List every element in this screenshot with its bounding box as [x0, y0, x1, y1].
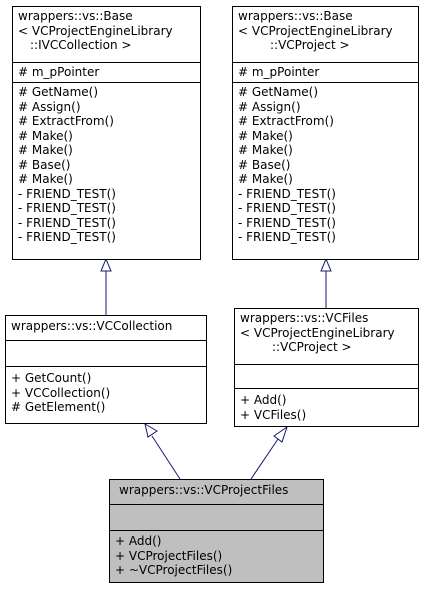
method-item: # Assign(): [238, 99, 301, 114]
method-item: + Add(): [240, 393, 287, 407]
method-item: - FRIEND_TEST(): [18, 201, 116, 215]
attributes-section: [6, 340, 206, 366]
class-box-vccollection[interactable]: wrappers::vs::VCCollection + GetCount() …: [5, 315, 207, 424]
title-line: ::VCProject >: [270, 38, 350, 52]
method-item: - FRIEND_TEST(): [18, 230, 116, 244]
arrowhead-base-vcp: [320, 257, 332, 272]
arrowhead-vccollection: [144, 422, 158, 438]
method-item: # Make(): [18, 143, 73, 157]
method-item: - FRIEND_TEST(): [238, 201, 336, 215]
attributes-section: # m_pPointer: [233, 62, 418, 82]
methods-section: # GetName() # Assign() # ExtractFrom() #…: [233, 82, 418, 245]
class-title: wrappers::vs::VCProjectFiles: [110, 480, 323, 504]
method-item: + ~VCProjectFiles(): [115, 563, 233, 577]
class-title: wrappers::vs::Base < VCProjectEngineLibr…: [233, 7, 418, 62]
method-item: - FRIEND_TEST(): [18, 186, 116, 201]
method-item: # Assign(): [18, 99, 81, 114]
method-item: # Base(): [238, 157, 291, 172]
title-line: wrappers::vs::Base: [18, 9, 133, 23]
attributes-section: # m_pPointer: [13, 62, 200, 82]
method-item: # Make(): [18, 128, 73, 143]
title-line: ::VCProject >: [272, 340, 352, 354]
method-item: # GetElement(): [11, 400, 106, 414]
method-item: - FRIEND_TEST(): [18, 215, 116, 230]
title-line: wrappers::vs::VCCollection: [11, 319, 173, 333]
edge-vcprojectfiles-to-vcfiles: [250, 438, 279, 480]
edge-vcprojectfiles-to-vccollection: [151, 435, 181, 480]
method-item: # GetName(): [18, 85, 99, 99]
class-title: wrappers::vs::VCCollection: [6, 316, 206, 340]
arrowhead-base-ivc: [100, 257, 112, 272]
methods-section: + GetCount() + VCCollection() # GetEleme…: [6, 366, 206, 415]
method-item: - FRIEND_TEST(): [238, 215, 336, 230]
method-item: # Make(): [238, 172, 293, 186]
methods-section: + Add() + VCProjectFiles() + ~VCProjectF…: [110, 530, 323, 578]
method-item: - FRIEND_TEST(): [238, 230, 336, 244]
title-line: < VCProjectEngineLibrary: [238, 23, 393, 38]
class-box-base-ivccollection[interactable]: wrappers::vs::Base < VCProjectEngineLibr…: [12, 6, 201, 260]
method-item: + Add(): [115, 534, 162, 548]
method-item: # Base(): [18, 157, 71, 172]
attribute-item: # m_pPointer: [18, 65, 100, 79]
title-line: wrappers::vs::Base: [238, 9, 353, 23]
title-line: wrappers::vs::VCProjectFiles: [119, 483, 289, 497]
title-line: wrappers::vs::VCFiles: [240, 311, 369, 325]
method-item: + VCFiles(): [240, 407, 307, 422]
title-line: < VCProjectEngineLibrary: [240, 325, 395, 340]
method-item: # ExtractFrom(): [18, 114, 114, 128]
method-item: - FRIEND_TEST(): [238, 186, 336, 201]
method-item: # Make(): [238, 143, 293, 157]
method-item: # GetName(): [238, 85, 319, 99]
method-item: # Make(): [18, 172, 73, 186]
arrowhead-vcfiles: [273, 425, 288, 443]
attribute-item: # m_pPointer: [238, 65, 320, 79]
title-line: ::IVCCollection >: [30, 38, 132, 52]
method-item: + VCCollection(): [11, 385, 111, 400]
attributes-section: [110, 504, 323, 530]
class-box-vcfiles[interactable]: wrappers::vs::VCFiles < VCProjectEngineL…: [234, 308, 419, 427]
class-box-vcprojectfiles[interactable]: wrappers::vs::VCProjectFiles + Add() + V…: [109, 479, 324, 583]
class-title: wrappers::vs::Base < VCProjectEngineLibr…: [13, 7, 200, 62]
attributes-section: [235, 364, 418, 388]
method-item: # Make(): [238, 128, 293, 143]
title-line: < VCProjectEngineLibrary: [18, 23, 173, 38]
class-box-base-vcproject[interactable]: wrappers::vs::Base < VCProjectEngineLibr…: [232, 6, 419, 260]
class-title: wrappers::vs::VCFiles < VCProjectEngineL…: [235, 309, 418, 364]
methods-section: # GetName() # Assign() # ExtractFrom() #…: [13, 82, 200, 245]
method-item: + GetCount(): [11, 371, 92, 385]
method-item: + VCProjectFiles(): [115, 548, 223, 563]
methods-section: + Add() + VCFiles(): [235, 388, 418, 422]
method-item: # ExtractFrom(): [238, 114, 334, 128]
